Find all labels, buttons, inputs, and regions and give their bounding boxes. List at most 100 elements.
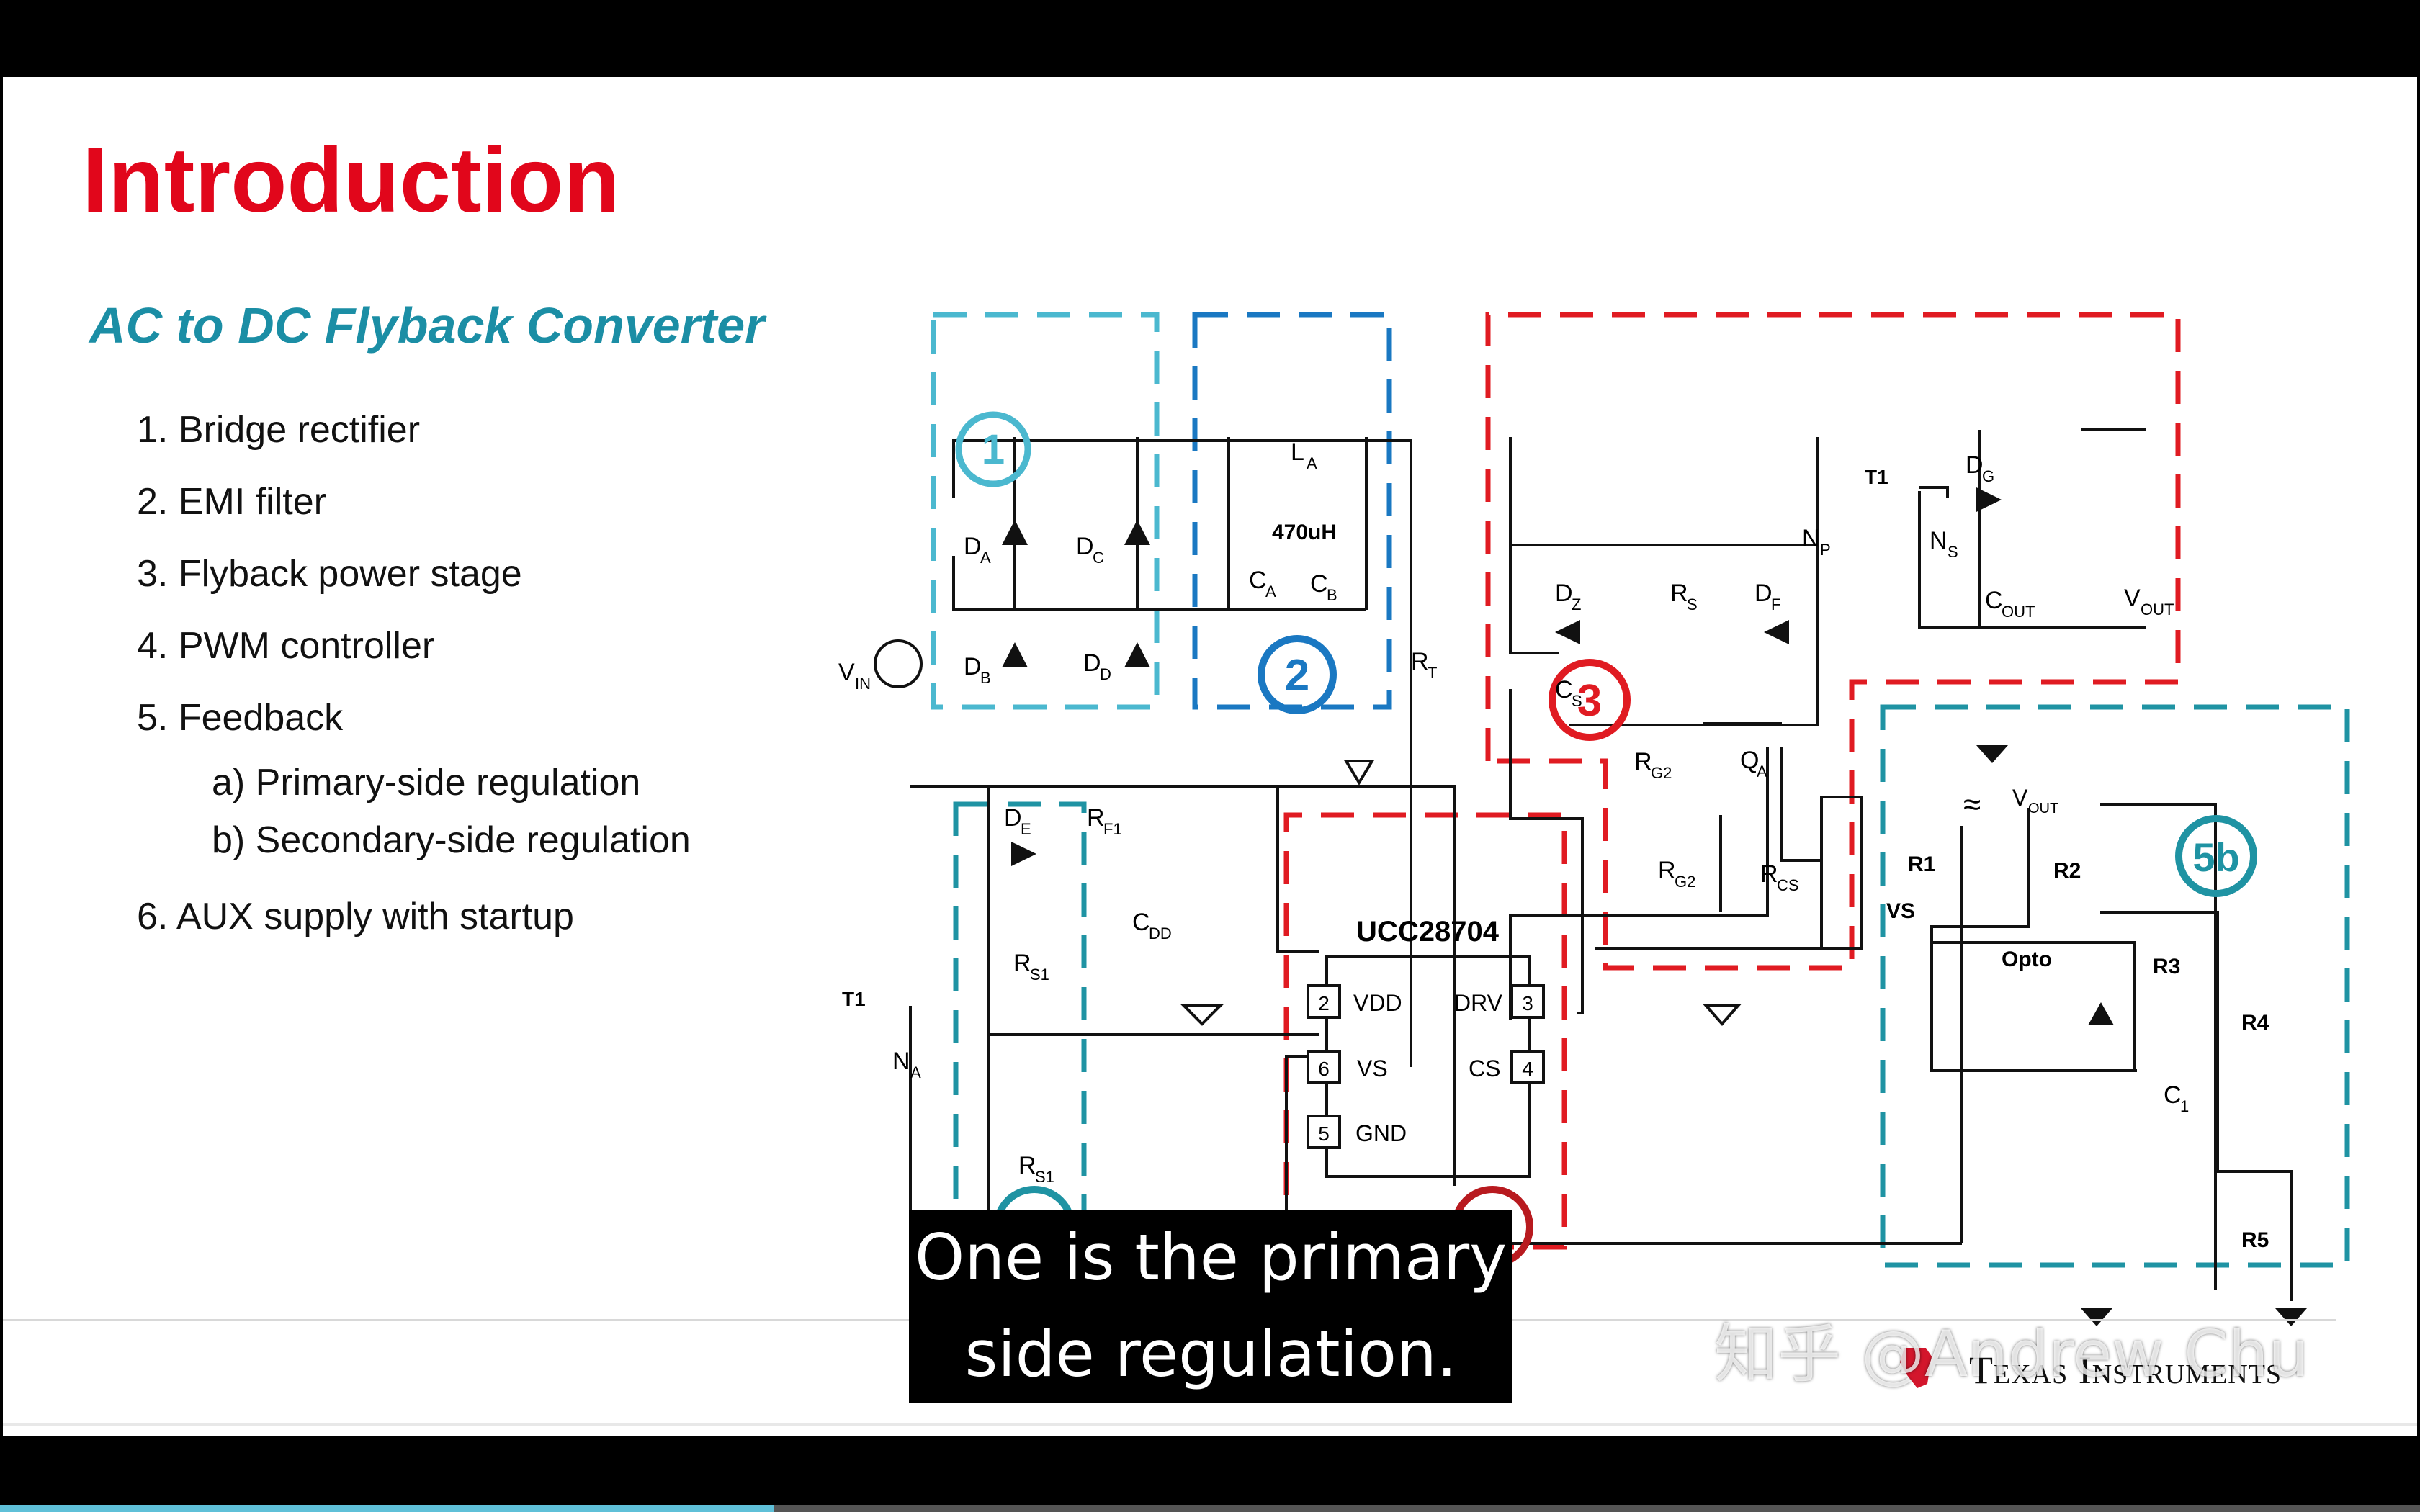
svg-text:DRV: DRV — [1454, 990, 1503, 1016]
svg-text:G: G — [1982, 467, 1994, 485]
svg-text:R: R — [1087, 804, 1105, 832]
svg-text:2: 2 — [1285, 651, 1309, 701]
svg-text:1: 1 — [2180, 1097, 2189, 1115]
slide-bottom-divider — [3, 1423, 2417, 1426]
svg-text:R2: R2 — [2053, 859, 2081, 883]
svg-text:C: C — [1093, 549, 1104, 567]
ti-logo-icon — [1900, 1348, 1932, 1388]
list-item: 3. Flyback power stage — [137, 553, 522, 595]
block-number-5b: 5b — [2175, 815, 2257, 897]
block-number-1: 1 — [955, 411, 1031, 487]
svg-text:R: R — [1411, 648, 1429, 675]
svg-text:IN: IN — [855, 675, 871, 693]
svg-text:D: D — [1076, 533, 1094, 560]
svg-text:A: A — [1265, 582, 1276, 600]
svg-text:S1: S1 — [1030, 966, 1049, 984]
svg-text:G2: G2 — [1651, 764, 1672, 782]
bridge-diodes — [1002, 487, 2114, 1025]
watermark: 知乎 @Andrew Chu — [1714, 1317, 2309, 1391]
svg-text:D: D — [964, 653, 982, 680]
svg-text:R1: R1 — [1908, 852, 1935, 876]
svg-text:R: R — [1760, 860, 1778, 888]
svg-text:≈: ≈ — [1963, 787, 1981, 822]
svg-text:R4: R4 — [2241, 1011, 2269, 1035]
svg-text:B: B — [1327, 586, 1337, 604]
svg-text:S: S — [1572, 692, 1582, 710]
svg-text:E: E — [1021, 820, 1031, 838]
svg-text:1: 1 — [982, 426, 1005, 473]
svg-text:L: L — [1291, 438, 1304, 466]
vin-label: V — [838, 659, 855, 686]
svg-text:V: V — [2012, 785, 2028, 811]
video-progress-fill — [0, 1505, 775, 1512]
controller-ic: UCC28704 2 VDD 6 VS 5 GND 3 DRV 4 CS — [1307, 916, 1545, 1178]
video-subtitle: One is the primary side regulation. — [909, 1210, 1513, 1403]
slide-subtitle: AC to DC Flyback Converter — [89, 297, 765, 354]
svg-text:T1: T1 — [842, 988, 866, 1010]
svg-text:C: C — [2164, 1081, 2182, 1109]
svg-text:OUT: OUT — [2002, 603, 2035, 621]
block-4-border — [1283, 812, 1567, 1250]
svg-text:A: A — [1307, 454, 1317, 472]
svg-text:S: S — [1948, 543, 1958, 561]
svg-text:D: D — [1555, 580, 1573, 607]
list-subitem: a) Primary-side regulation — [212, 762, 641, 804]
svg-text:C: C — [1985, 587, 2003, 614]
block-1-border — [931, 312, 1160, 710]
list-item: 5. Feedback — [137, 697, 344, 739]
svg-text:2: 2 — [1318, 992, 1330, 1014]
block-number-3: 3 — [1549, 659, 1631, 741]
svg-text:5: 5 — [1318, 1122, 1330, 1145]
svg-text:C: C — [1310, 570, 1328, 598]
svg-text:R: R — [1634, 748, 1652, 775]
opto-label: Opto — [2002, 948, 2052, 971]
svg-text:F1: F1 — [1103, 820, 1122, 838]
svg-text:V: V — [2124, 585, 2141, 612]
ic-name: UCC28704 — [1356, 916, 1500, 948]
svg-text:B: B — [980, 669, 991, 687]
svg-text:D: D — [1100, 665, 1111, 683]
svg-text:P: P — [1820, 541, 1831, 559]
slide-title: Introduction — [82, 129, 620, 232]
svg-text:N: N — [1930, 527, 1948, 554]
video-progress-bar[interactable] — [0, 1505, 2420, 1512]
topic-list: 1. Bridge rectifier 2. EMI filter 3. Fly… — [137, 394, 691, 953]
svg-text:N: N — [1802, 525, 1820, 552]
svg-text:VS: VS — [1357, 1056, 1388, 1081]
svg-text:C: C — [1555, 676, 1573, 703]
svg-text:C: C — [1132, 909, 1150, 936]
svg-text:D: D — [1754, 580, 1773, 607]
svg-text:VS: VS — [1886, 899, 1915, 923]
block-number-2: 2 — [1258, 635, 1337, 714]
svg-text:CS: CS — [1777, 876, 1799, 894]
svg-text:A: A — [910, 1063, 921, 1081]
svg-text:C: C — [1249, 567, 1267, 594]
brand-name: Texas Instruments — [1969, 1349, 2282, 1392]
block-3-border — [1485, 312, 2181, 971]
svg-text:R: R — [1658, 857, 1676, 884]
svg-text:T: T — [1428, 664, 1437, 682]
svg-text:R: R — [1018, 1152, 1036, 1179]
svg-text:D: D — [1966, 451, 1984, 479]
svg-text:D: D — [964, 533, 982, 560]
svg-text:A: A — [980, 549, 991, 567]
svg-text:S: S — [1687, 595, 1698, 613]
subtitle-line: One is the primary — [909, 1210, 1513, 1306]
svg-text:GND: GND — [1355, 1120, 1407, 1146]
svg-text:VDD: VDD — [1353, 990, 1402, 1016]
svg-text:R: R — [1013, 950, 1031, 977]
subtitle-line: side regulation. — [959, 1306, 1463, 1403]
list-subitem: b) Secondary-side regulation — [212, 819, 691, 861]
svg-text:N: N — [892, 1048, 910, 1075]
svg-text:A: A — [1757, 762, 1767, 780]
list-item: 4. PWM controller — [137, 625, 435, 667]
inductor-value: 470uH — [1272, 521, 1337, 544]
svg-text:5b: 5b — [2192, 834, 2239, 880]
svg-text:3: 3 — [1577, 676, 1602, 726]
svg-text:D: D — [1083, 649, 1101, 677]
svg-text:Q: Q — [1740, 747, 1759, 774]
svg-text:G2: G2 — [1675, 873, 1695, 891]
svg-text:R: R — [1670, 580, 1688, 607]
svg-text:Z: Z — [1572, 595, 1581, 613]
svg-text:R3: R3 — [2153, 955, 2180, 978]
